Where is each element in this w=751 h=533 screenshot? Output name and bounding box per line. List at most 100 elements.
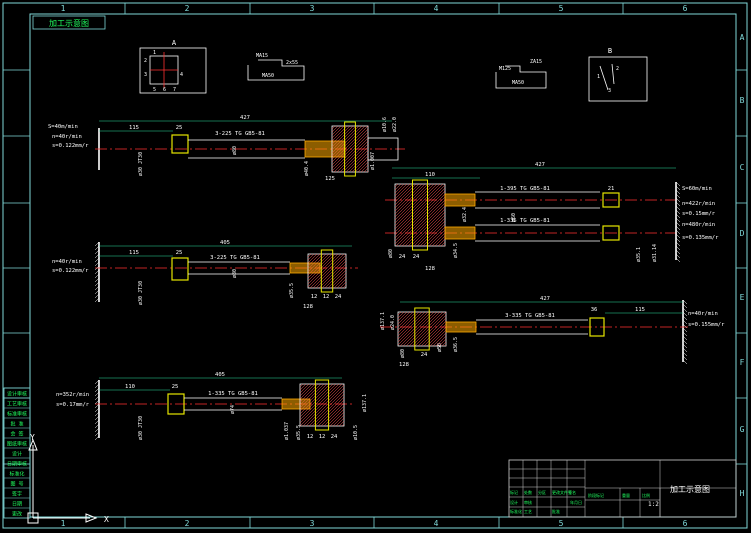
section-hatch	[354, 158, 369, 173]
detail-b-mark: 3	[608, 88, 611, 94]
tool-holder	[171, 134, 189, 154]
detail-a-mark: 6	[163, 87, 166, 93]
section-hatch	[299, 383, 316, 400]
detail-b[interactable]: B 1 2 3	[588, 47, 648, 102]
section-hatch	[435, 335, 447, 347]
section-hatch	[320, 402, 345, 427]
section-hatch	[417, 317, 447, 347]
setup-3-param: s=0.122mm/r	[52, 268, 89, 274]
section-hatch	[331, 125, 354, 148]
setup-5-gap: 25	[172, 384, 179, 390]
detail-a-label: A	[172, 39, 177, 47]
section-hatch	[307, 253, 330, 276]
tool-thread	[444, 226, 476, 240]
setup-1[interactable]: 427 115 25 3-225 TG GB5-81 S=40m/min n=4…	[48, 115, 405, 182]
section-hatch	[394, 183, 408, 197]
section-hatch	[429, 329, 447, 347]
wall-hatch	[675, 229, 681, 235]
tool-thread	[445, 321, 477, 333]
detail-a[interactable]: A 1 2 3 4 5 6 7	[139, 39, 207, 94]
tool-thread	[281, 398, 311, 410]
zone-col-label: 3	[310, 519, 315, 528]
setup-4-vdim: ø24.0	[390, 315, 396, 330]
setup-4-gap: 36	[591, 307, 598, 313]
section-hatch	[307, 253, 324, 270]
section-hatch	[394, 183, 411, 200]
zone-row-label: F	[740, 358, 745, 367]
zone-labels-bottom: 1 2 3 4 5 6	[61, 519, 688, 528]
wall-hatch	[675, 185, 681, 191]
section-hatch	[307, 253, 333, 279]
wall-hatch	[682, 347, 688, 353]
left-table-cell: 设计	[12, 451, 22, 458]
section-hatch	[299, 383, 328, 412]
section-hatch	[330, 272, 347, 289]
section-hatch	[420, 320, 447, 347]
wall-hatch	[94, 245, 100, 251]
setup-2-dim: ø60	[511, 213, 517, 222]
section-hatch	[394, 183, 423, 212]
insert-profile-1[interactable]: MA15 2x55 MA50	[247, 53, 305, 81]
tool-holder	[589, 317, 605, 337]
section-hatch	[422, 223, 446, 247]
setup-2-length: 427	[535, 162, 545, 168]
wall-hatch	[675, 245, 681, 251]
section-hatch	[308, 390, 345, 427]
zone-col-label: 5	[559, 4, 564, 13]
setup-3-dim: 12	[323, 294, 330, 300]
left-table-cell: 图 号	[10, 482, 23, 488]
title-block[interactable]: 加工示意图 1:2 标记处数分区更改文件号签名年月日设计标准化审核工艺批准阶段标…	[508, 459, 737, 518]
setup-3[interactable]: 405 115 25 3-225 TG GB5-81 n=40r/min s=0…	[52, 240, 358, 310]
header-stamp[interactable]: 加工示意图	[32, 15, 106, 30]
section-hatch	[299, 383, 325, 409]
wall-hatch	[94, 379, 100, 385]
section-hatch	[299, 383, 307, 391]
section-hatch	[394, 183, 402, 191]
section-hatch	[357, 161, 369, 173]
setup-2-param: S=60m/min	[682, 186, 712, 192]
setup-2-dim: ø32.4	[462, 207, 468, 222]
section-hatch	[425, 226, 446, 247]
ucs-y-label: Y	[30, 433, 35, 442]
section-hatch	[299, 383, 313, 397]
left-table-cell: 标准化	[9, 471, 24, 478]
setup-2[interactable]: 427 110 21 1-395 TG GB5-81 1-335 TG GB5-…	[385, 162, 719, 272]
zone-labels-top: 1 2 3 4 5 6	[61, 4, 688, 13]
wall-hatch	[682, 351, 688, 357]
wall-hatch	[682, 339, 688, 345]
setup-5[interactable]: 405 110 25 1-335 TG GB5-81 n=352r/min s=…	[56, 372, 368, 441]
zone-col-label: 2	[185, 4, 190, 13]
setup-2-gap: 21	[608, 186, 615, 192]
wall-hatch	[682, 331, 688, 337]
zone-col-label: 4	[434, 519, 439, 528]
zone-col-label: 3	[310, 4, 315, 13]
section-hatch	[397, 311, 417, 331]
wall-hatch	[675, 257, 681, 263]
zone-row-label: E	[740, 293, 745, 302]
wall-hatch	[94, 273, 100, 279]
setup-4-dim: ø36.5	[453, 337, 459, 352]
setup-4[interactable]: 427 115 36 3-335 TG GB5-81 n=40r/min s=0…	[380, 296, 725, 368]
section-hatch	[317, 399, 345, 427]
zone-row-label: H	[740, 489, 745, 498]
section-hatch	[299, 383, 334, 418]
wall-hatch	[682, 299, 688, 305]
section-hatch	[307, 253, 315, 261]
setup-3-dim: 24	[335, 294, 342, 300]
section-hatch	[342, 284, 347, 289]
section-hatch	[394, 190, 446, 242]
wall-hatch	[94, 391, 100, 397]
section-hatch	[299, 383, 343, 427]
wall-hatch	[682, 335, 688, 341]
section-hatch	[331, 125, 339, 133]
setup-5-dim: ø74	[230, 405, 236, 414]
zone-row-label: C	[740, 163, 745, 172]
setup-5-dim: 12	[307, 434, 314, 440]
detail-a-mark: 7	[173, 87, 176, 93]
zone-col-label: 5	[559, 519, 564, 528]
insert-profile-2[interactable]: ZA15 M125 MA50	[495, 59, 547, 89]
wall-hatch	[675, 241, 681, 247]
section-hatch	[397, 311, 414, 328]
